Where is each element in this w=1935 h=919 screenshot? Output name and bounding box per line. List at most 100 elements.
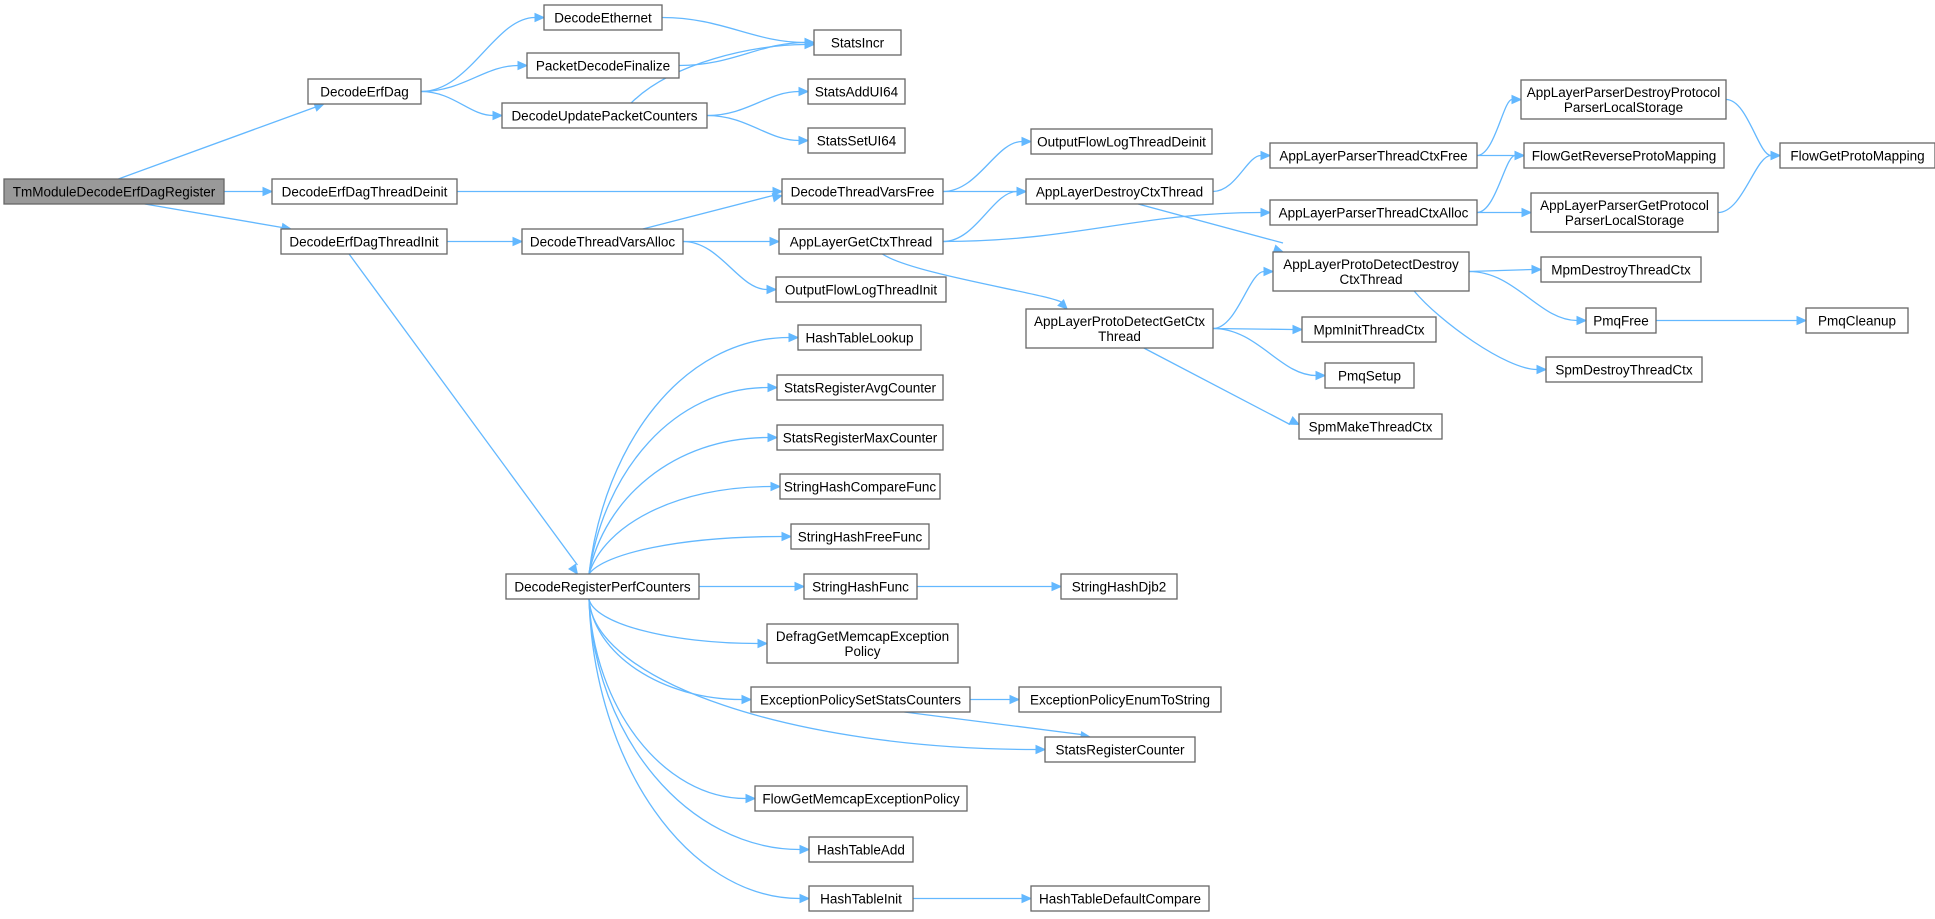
node-string-hash-djb2[interactable]: StringHashDjb2 <box>1060 573 1178 600</box>
node-label: StatsSetUI64 <box>817 134 897 149</box>
node-thread-init[interactable]: DecodeErfDagThreadInit <box>280 228 448 255</box>
edge-arrowhead <box>1260 150 1272 161</box>
node-box <box>813 29 902 56</box>
node-stats-incr[interactable]: StatsIncr <box>813 29 902 56</box>
edge-line <box>706 90 800 117</box>
node-app-layer-parser-destroy-protocol-parser-local-storage[interactable]: AppLayerParserDestroyProtocolParserLocal… <box>1520 79 1727 120</box>
node-spm-make-thread-ctx[interactable]: SpmMakeThreadCtx <box>1298 413 1443 440</box>
edge-line <box>118 106 316 180</box>
node-label: StringHashDjb2 <box>1072 580 1167 595</box>
edge-decode-register-perf-counters-to-stats-register-avg-counter <box>588 382 779 575</box>
node-app-layer-destroy-ctx-thread[interactable]: AppLayerDestroyCtxThread <box>1025 178 1214 205</box>
node-output-flow-log-thread-init[interactable]: OutputFlowLogThreadInit <box>775 276 947 303</box>
node-label: AppLayerProtoDetectDestroy <box>1283 257 1459 272</box>
node-box <box>808 836 914 863</box>
edge-line <box>144 203 283 229</box>
edge-line <box>1138 203 1284 244</box>
node-hash-table-add[interactable]: HashTableAdd <box>808 836 914 863</box>
node-app-layer-parser-thread-ctx-free[interactable]: AppLayerParserThreadCtxFree <box>1269 142 1478 169</box>
edge-arrowhead <box>745 793 757 804</box>
node-stats-register-avg-counter[interactable]: StatsRegisterAvgCounter <box>776 374 944 401</box>
node-flow-get-reverse-proto-mapping[interactable]: FlowGetReverseProtoMapping <box>1523 142 1725 169</box>
node-box <box>807 127 906 154</box>
node-string-hash-free-func[interactable]: StringHashFreeFunc <box>790 523 930 550</box>
node-decode-update-packet-counters[interactable]: DecodeUpdatePacketCounters <box>501 102 708 129</box>
node-root[interactable]: TmModuleDecodeErfDagRegister <box>3 178 225 205</box>
edge-app-layer-proto-detect-destroy-ctx-thread-to-mpm-destroy-thread-ctx <box>1468 264 1543 275</box>
node-output-flow-log-thread-deinit[interactable]: OutputFlowLogThreadDeinit <box>1030 128 1213 155</box>
edge-line <box>588 598 747 800</box>
edge-line <box>588 598 801 900</box>
node-spm-destroy-thread-ctx[interactable]: SpmDestroyThreadCtx <box>1545 356 1703 383</box>
node-hash-table-init[interactable]: HashTableInit <box>808 885 914 912</box>
node-label: DecodeThreadVarsFree <box>791 185 935 200</box>
node-decode-ethernet[interactable]: DecodeEthernet <box>543 4 663 31</box>
edge-arrowhead <box>804 39 816 50</box>
node-decode-register-perf-counters[interactable]: DecodeRegisterPerfCounters <box>505 573 700 600</box>
node-stats-set-ui64[interactable]: StatsSetUI64 <box>807 127 906 154</box>
node-label: SpmMakeThreadCtx <box>1309 420 1433 435</box>
node-flow-get-proto-mapping[interactable]: FlowGetProtoMapping <box>1779 142 1935 169</box>
edge-decode-register-perf-counters-to-hash-table-init <box>588 598 811 904</box>
edge-thread-deinit-to-decode-thread-vars-free <box>457 186 784 197</box>
node-label: FlowGetReverseProtoMapping <box>1532 149 1717 164</box>
edge-arrowhead <box>769 236 781 247</box>
node-exception-policy-enum-to-string[interactable]: ExceptionPolicyEnumToString <box>1018 686 1222 713</box>
edge-line <box>588 598 1037 751</box>
node-hash-table-default-compare[interactable]: HashTableDefaultCompare <box>1030 885 1210 912</box>
edge-arrowhead <box>1315 370 1327 381</box>
node-app-layer-parser-thread-ctx-alloc[interactable]: AppLayerParserThreadCtxAlloc <box>1269 199 1478 226</box>
edge-arrowhead <box>798 135 810 146</box>
node-pmq-cleanup[interactable]: PmqCleanup <box>1805 307 1909 334</box>
node-box <box>776 424 944 451</box>
node-flow-get-memcap-exception-policy[interactable]: FlowGetMemcapExceptionPolicy <box>754 785 968 812</box>
edge-arrowhead <box>799 844 811 855</box>
edge-app-layer-proto-detect-get-ctx-thread-to-app-layer-proto-detect-destroy-ctx-thread <box>1212 266 1275 330</box>
node-box <box>754 785 968 812</box>
node-label: AppLayerGetCtxThread <box>790 235 933 250</box>
edge-arrowhead <box>1796 315 1808 326</box>
edge-arrowhead <box>1035 744 1047 755</box>
edge-line <box>1212 327 1294 331</box>
node-box <box>280 228 448 255</box>
node-box <box>1523 142 1725 169</box>
node-string-hash-func[interactable]: StringHashFunc <box>803 573 918 600</box>
node-box <box>1530 192 1719 233</box>
node-label: DecodeEthernet <box>554 11 652 26</box>
node-pmq-free[interactable]: PmqFree <box>1585 307 1657 334</box>
node-decode-thread-vars-free[interactable]: DecodeThreadVarsFree <box>781 178 944 205</box>
edge-arrowhead <box>492 110 504 121</box>
node-pmq-setup[interactable]: PmqSetup <box>1324 362 1415 389</box>
node-mpm-init-thread-ctx[interactable]: MpmInitThreadCtx <box>1301 316 1437 343</box>
node-label: PacketDecodeFinalize <box>536 59 670 74</box>
edge-line <box>1468 268 1533 273</box>
node-app-layer-parser-get-protocol-parser-local-storage[interactable]: AppLayerParserGetProtocolParserLocalStor… <box>1530 192 1719 233</box>
edge-line <box>588 598 801 851</box>
edge-line <box>1143 347 1291 426</box>
node-thread-deinit[interactable]: DecodeErfDagThreadDeinit <box>271 178 458 205</box>
node-decode-erf-dag[interactable]: DecodeErfDag <box>307 78 422 105</box>
node-label: DecodeRegisterPerfCounters <box>514 580 691 595</box>
node-label: StatsRegisterCounter <box>1055 743 1185 758</box>
node-stats-add-ui64[interactable]: StatsAddUI64 <box>807 78 906 105</box>
node-mpm-destroy-thread-ctx[interactable]: MpmDestroyThreadCtx <box>1540 256 1702 283</box>
node-box <box>1298 413 1443 440</box>
node-stats-register-max-counter[interactable]: StatsRegisterMaxCounter <box>776 424 944 451</box>
node-decode-thread-vars-alloc[interactable]: DecodeThreadVarsAlloc <box>521 228 684 255</box>
node-stats-register-counter[interactable]: StatsRegisterCounter <box>1044 736 1196 763</box>
edge-arrowhead <box>1576 315 1588 326</box>
node-hash-table-lookup[interactable]: HashTableLookup <box>797 324 922 351</box>
edge-line <box>588 598 743 701</box>
node-string-hash-compare-func[interactable]: StringHashCompareFunc <box>779 473 941 500</box>
edge-arrowhead <box>1514 150 1526 161</box>
edge-line <box>942 211 1262 243</box>
node-app-layer-get-ctx-thread[interactable]: AppLayerGetCtxThread <box>778 228 944 255</box>
node-exception-policy-set-stats-counters[interactable]: ExceptionPolicySetStatsCounters <box>750 686 971 713</box>
node-box <box>1044 736 1196 763</box>
node-packet-decode-finalize[interactable]: PacketDecodeFinalize <box>526 52 680 79</box>
node-label: TmModuleDecodeErfDagRegister <box>13 185 216 200</box>
